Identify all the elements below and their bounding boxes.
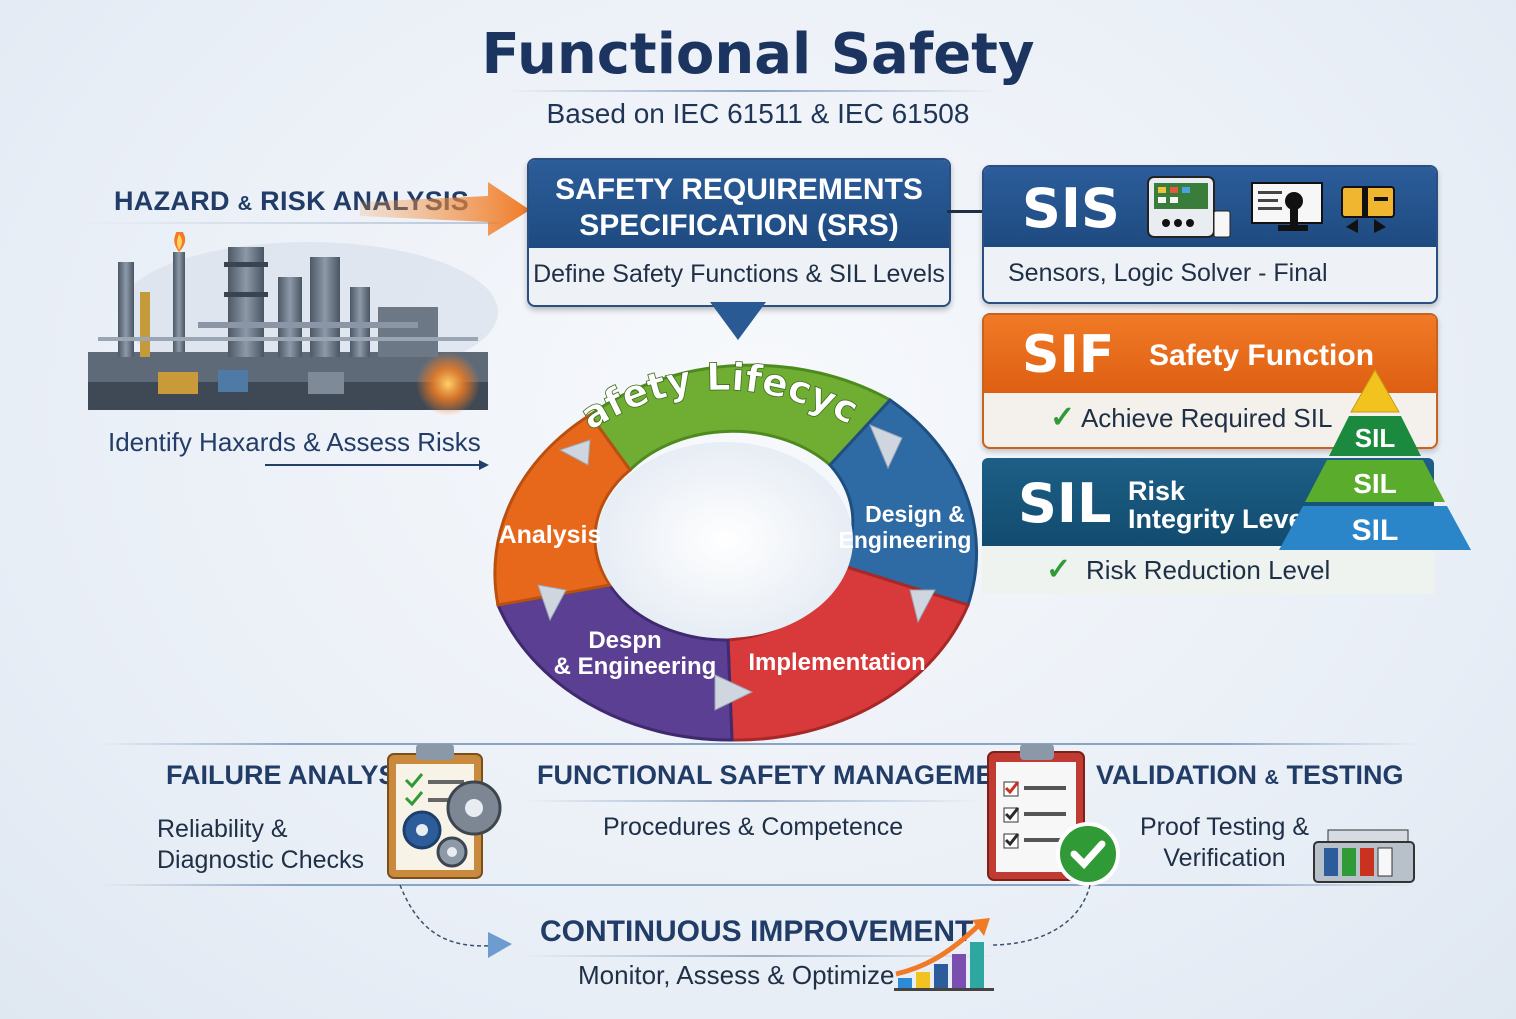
sil-title-line2: Integrity Level <box>1128 504 1312 534</box>
lifecycle-label-design-left-1: Despn <box>588 627 661 654</box>
fsm-divider <box>520 800 980 802</box>
hazard-to-srs-arrow <box>360 182 530 236</box>
validation-text-line2: Verification <box>1163 844 1286 872</box>
bottom-band-bottom-rule <box>100 884 1420 886</box>
title-divider <box>505 90 1000 92</box>
sil-subtitle: Risk Reduction Level <box>1086 555 1331 585</box>
sensor-workstation-icon <box>1251 182 1323 231</box>
hazard-to-lifecycle-arrow <box>265 460 489 470</box>
srs-sis-connector <box>947 210 983 213</box>
validation-text: Proof Testing & Verification <box>1140 812 1309 874</box>
sif-label: SIF <box>1022 325 1115 385</box>
clipboard-gears-icon <box>387 744 502 879</box>
lifecycle-segment-right[interactable] <box>827 398 979 607</box>
lifecycle-arrow-icon <box>537 584 567 622</box>
fsm-text: Procedures & Competence <box>603 813 904 841</box>
growth-chart-icon <box>894 918 994 991</box>
hazard-heading-part-a: HAZARD <box>114 186 230 216</box>
lifecycle-arrow-icon <box>869 424 903 470</box>
failure-text-line1: Reliability & <box>157 815 288 843</box>
lifecycle-center <box>597 442 853 638</box>
sis-card-header: SIS <box>984 167 1436 247</box>
fsm-heading: FUNCTIONAL SAFETY MANAGEMENT <box>537 760 1030 790</box>
continuous-improvement-text: Monitor, Assess & Optimize <box>578 960 895 990</box>
test-equipment-icon <box>1313 829 1415 883</box>
sif-title: Safety Function <box>1149 339 1375 372</box>
sil-label: SIL <box>1018 472 1112 535</box>
sif-subtitle-row: ✓ Achieve Required SIL <box>984 393 1436 443</box>
lifecycle-segment-bottom-left[interactable] <box>495 583 734 742</box>
srs-subtitle: Define Safety Functions & SIL Levels <box>533 260 945 288</box>
bottom-band-top-rule <box>100 743 1420 745</box>
lifecycle-arrow-icon <box>558 439 591 466</box>
srs-title-line2: SPECIFICATION (SRS) <box>579 209 899 242</box>
pyramid-level-bottom: SIL <box>1352 514 1399 547</box>
hazard-heading-amp: & <box>237 193 253 215</box>
continuous-improvement-heading: CONTINUOUS IMPROVEMENT <box>540 915 974 948</box>
lifecycle-label-implementation: Implementation <box>748 649 925 676</box>
validation-heading-amp: & <box>1264 767 1279 789</box>
sil-subtitle-row: ✓ Risk Reduction Level <box>982 546 1434 594</box>
final-element-valve-icon <box>1341 186 1395 233</box>
page-subtitle: Based on IEC 61511 & IEC 61508 <box>546 98 970 129</box>
sis-card: SIS Sensors, Logic Solver - Final Elemen… <box>982 165 1438 304</box>
logic-solver-icon <box>1147 176 1231 238</box>
improvement-loop-arrows <box>399 884 1091 958</box>
lifecycle-label-analysis: Analysis <box>499 521 602 549</box>
srs-pointer-down <box>710 302 766 340</box>
validation-heading: VALIDATION & TESTING <box>1096 760 1404 791</box>
validation-text-line1: Proof Testing & <box>1140 813 1310 841</box>
validation-heading-part-a: VALIDATION <box>1096 760 1257 790</box>
lifecycle-segment-left[interactable] <box>493 412 633 607</box>
srs-title-line1: SAFETY REQUIREMENTS <box>555 173 923 206</box>
lifecycle-label-design-right-2: Engineering <box>839 527 972 553</box>
sif-subtitle: Achieve Required SIL <box>1080 403 1333 433</box>
failure-text-line2: Diagnostic Checks <box>157 846 365 874</box>
lifecycle-label-design-left-2: & Engineering <box>554 653 717 680</box>
sil-title-line1: Risk <box>1128 476 1186 506</box>
sis-subtitle: Sensors, Logic Solver - Final Elements <box>1008 259 1328 287</box>
page-title: Functional Safety <box>481 22 1035 87</box>
failure-analysis-text: Reliability & Diagnostic Checks <box>157 814 364 876</box>
hazard-underline <box>70 222 500 224</box>
safety-lifecycle-wheel: Safety Lifecycle Analysis Design & Engin… <box>470 330 979 742</box>
sil-pyramid-icon: SIL SIL SIL <box>1279 368 1471 550</box>
check-icon: ✓ <box>1046 553 1072 586</box>
lifecycle-arrow-icon <box>714 674 754 711</box>
lifecycle-label-design-right-1: Design & <box>865 501 965 527</box>
pyramid-level-middle: SIL <box>1353 468 1397 499</box>
pyramid-level-top: SIL <box>1355 423 1396 453</box>
check-icon: ✓ <box>1050 401 1076 434</box>
sif-card: SIF Safety Function ✓ Achieve Required S… <box>982 313 1438 449</box>
failure-analysis-heading: FAILURE ANALYSIS <box>166 760 423 790</box>
validation-heading-part-b: TESTING <box>1286 760 1404 790</box>
improvement-divider <box>520 955 1000 957</box>
sif-card-header: SIF Safety Function <box>984 315 1436 393</box>
lifecycle-arrow-icon <box>909 589 936 624</box>
checklist-approved-icon <box>987 744 1120 886</box>
sis-label: SIS <box>1022 177 1120 240</box>
srs-card: SAFETY REQUIREMENTS SPECIFICATION (SRS) … <box>527 158 951 307</box>
hazard-caption: Identify Haxards & Assess Risks <box>108 427 481 457</box>
industrial-plant-illustration <box>88 232 498 416</box>
srs-card-header: SAFETY REQUIREMENTS SPECIFICATION (SRS) <box>529 160 949 248</box>
